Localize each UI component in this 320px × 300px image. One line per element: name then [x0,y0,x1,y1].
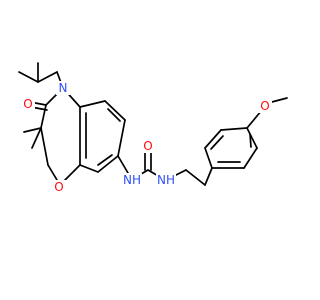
bond-carbonyl-cme2 [40,104,47,129]
bond-aryl-3 [220,127,248,131]
bond-aryl-4 [246,127,258,149]
bond-methyl-a [23,127,42,133]
bond-aryl-inner-2 [249,133,252,148]
bond-benzene-4 [97,155,119,173]
bond-benzene-2 [104,100,126,121]
bond-aryl-1 [204,147,213,169]
bond-cme2-ch2 [40,127,49,166]
ring-oxygen-label: O [54,180,63,194]
ring-nitrogen-label: N [59,81,68,95]
atom-bg [258,99,272,113]
bond-benzene-5 [79,164,99,173]
carbonyl-oxygen-label: O [23,97,32,111]
bond-ch2-ch2 [185,169,206,186]
bond-benzo-nh [117,155,129,174]
bond-benzene-inner-1 [107,108,121,122]
urea-nh-right-label: NH [157,173,175,187]
bond-benzene-inner-2 [97,154,113,166]
bond-aryl-inner-1 [210,135,224,150]
bond-aryl-attach [204,167,213,186]
bond-aryl-5 [243,147,258,169]
atom-bg [122,173,142,187]
atom-bg [141,139,155,153]
bond-aryl-2 [204,129,222,149]
atom-bg [21,97,35,111]
bond-methyl-b [31,127,42,149]
bond-isobutyl-1 [18,71,39,83]
methoxy-oxygen-label: O [260,99,269,113]
urea-nh-left-label: NH [123,173,141,187]
atom-bg [56,81,70,95]
atom-labels: N O O O NH NH O [21,81,272,194]
atom-bg [52,180,66,194]
molecule-structure: N O O O NH NH O [18,62,288,194]
urea-oxygen-label: O [143,139,152,153]
bond-isobutyl-3 [37,71,58,83]
bond-benzene-1 [79,100,106,108]
atom-bg [156,173,176,187]
bond-benzene-3 [117,119,126,157]
